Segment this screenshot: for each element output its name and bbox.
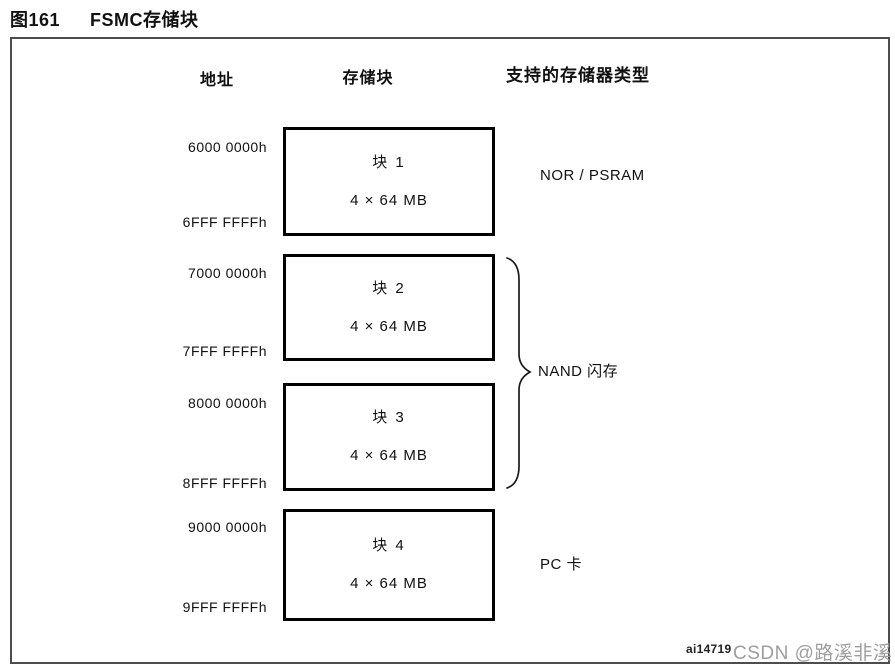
nand-group-brace <box>506 257 532 489</box>
bank4-size: 4 × 64 MB <box>350 575 428 592</box>
column-header-bank: 存储块 <box>342 70 394 87</box>
bank1-start-address: 6000 0000h <box>188 139 267 155</box>
bank3-name: 块 3 <box>372 409 406 426</box>
memory-type-nand: NAND 闪存 <box>538 363 619 380</box>
bank3-end-address: 8FFF FFFFh <box>182 475 267 491</box>
figure-code: ai14719 <box>686 642 732 656</box>
bank2-end-address: 7FFF FFFFh <box>182 343 267 359</box>
bank4-name: 块 4 <box>372 537 406 554</box>
bank1-end-address: 6FFF FFFFh <box>182 214 267 230</box>
figure-number: 图161 <box>10 10 61 30</box>
bank4-start-address: 9000 0000h <box>188 519 267 535</box>
bank1-box: 块 1 4 × 64 MB <box>283 127 495 236</box>
bank2-name: 块 2 <box>372 279 406 297</box>
bank2-size: 4 × 64 MB <box>350 317 428 335</box>
memory-type-nor-psram: NOR / PSRAM <box>540 167 645 184</box>
bank4-box: 块 4 4 × 64 MB <box>283 509 495 621</box>
bank1-name: 块 1 <box>372 153 406 171</box>
figure-title: FSMC存储块 <box>90 10 199 30</box>
bank3-box: 块 3 4 × 64 MB <box>283 383 495 491</box>
figure-caption: 图161 FSMC存储块 <box>10 6 199 32</box>
bank3-size: 4 × 64 MB <box>350 447 428 464</box>
memory-type-pc-card: PC 卡 <box>540 556 583 573</box>
bank1-size: 4 × 64 MB <box>350 191 428 209</box>
bank4-end-address: 9FFF FFFFh <box>182 599 267 615</box>
column-header-memory-type: 支持的存储器类型 <box>506 66 650 85</box>
watermark: CSDN @路溪非溪 <box>733 643 893 664</box>
bank2-start-address: 7000 0000h <box>188 265 267 281</box>
bank2-box: 块 2 4 × 64 MB <box>283 254 495 361</box>
bank3-start-address: 8000 0000h <box>188 395 267 411</box>
column-header-address: 地址 <box>199 72 235 89</box>
